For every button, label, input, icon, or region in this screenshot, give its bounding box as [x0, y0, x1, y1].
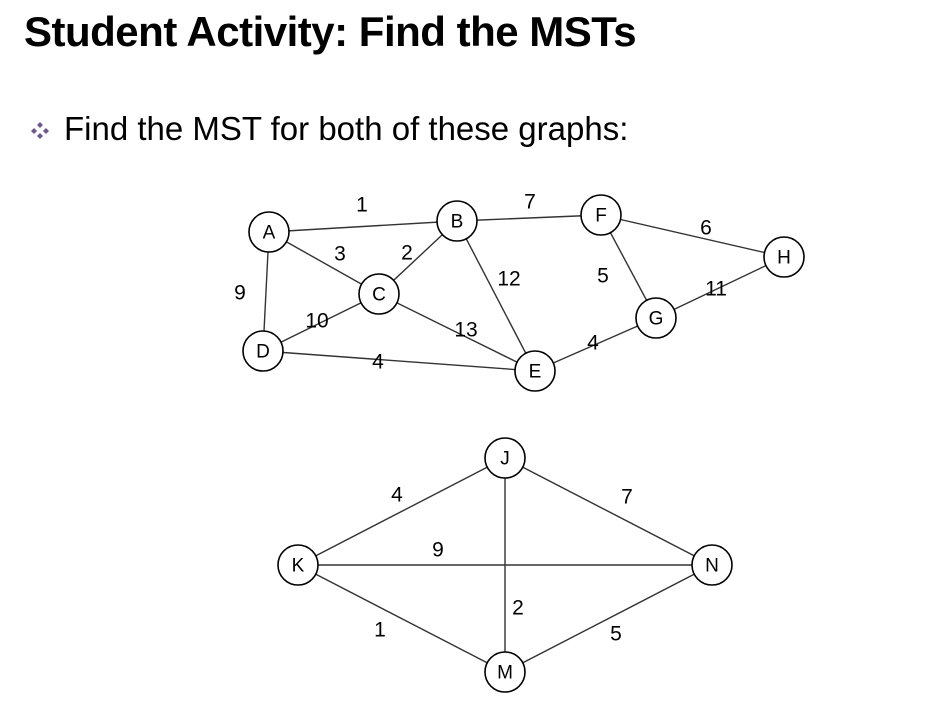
- node-label-h: H: [777, 248, 791, 269]
- edge-weight-b-f: 7: [524, 191, 536, 214]
- node-circle-k: [277, 544, 319, 586]
- node-circle-c: [358, 273, 400, 315]
- node-circle-e: [514, 350, 556, 392]
- edge-a-b: [268, 220, 458, 233]
- edge-weight-j-m: 2: [512, 597, 524, 620]
- node-circle-f: [580, 194, 622, 236]
- node-g: G: [635, 297, 677, 339]
- edge-d-e: [262, 350, 536, 372]
- edge-weight-c-e: 13: [454, 319, 477, 342]
- node-label-a: A: [263, 223, 276, 244]
- edge-weight-f-g: 5: [597, 265, 609, 288]
- edge-weight-e-g: 4: [587, 332, 599, 355]
- node-circle-d: [242, 330, 284, 372]
- node-circle-j: [484, 437, 526, 479]
- edge-weight-j-k: 4: [391, 484, 403, 507]
- node-circle-a: [248, 211, 290, 253]
- node-m: M: [484, 651, 526, 693]
- node-label-f: F: [595, 206, 607, 227]
- node-c: C: [358, 273, 400, 315]
- bullet-text: Find the MST for both of these graphs:: [64, 110, 629, 147]
- edge-weight-j-n: 7: [621, 486, 633, 509]
- slide-title: Student Activity: Find the MSTs: [24, 8, 637, 55]
- node-a: A: [248, 211, 290, 253]
- edge-weight-k-n: 9: [432, 539, 444, 562]
- edge-e-g: [534, 317, 657, 372]
- node-f: F: [580, 194, 622, 236]
- edge-j-n: [504, 457, 713, 566]
- edge-k-m: [297, 564, 506, 673]
- node-d: D: [242, 330, 284, 372]
- node-circle-h: [763, 236, 805, 278]
- node-label-n: N: [705, 556, 719, 577]
- node-circle-g: [635, 297, 677, 339]
- node-h: H: [763, 236, 805, 278]
- edge-f-h: [600, 214, 785, 258]
- node-b: B: [436, 200, 478, 242]
- edge-weight-g-h: 11: [705, 278, 727, 301]
- bullet-item: Find the MST for both of these graphs:: [30, 110, 628, 148]
- node-j: J: [484, 437, 526, 479]
- node-label-e: E: [529, 362, 542, 383]
- edge-b-f: [456, 214, 602, 222]
- node-label-d: D: [256, 342, 270, 363]
- edge-m-n: [504, 564, 713, 673]
- diamond-bullet-icon: [31, 122, 49, 139]
- node-label-k: K: [292, 556, 305, 577]
- edge-weight-b-c: 2: [401, 242, 413, 265]
- edge-weight-b-e: 12: [497, 268, 520, 291]
- edge-weight-a-b: 1: [356, 194, 368, 217]
- edge-weight-a-c: 3: [334, 243, 346, 266]
- node-n: N: [691, 544, 733, 586]
- node-label-c: C: [372, 285, 386, 306]
- node-e: E: [514, 350, 556, 392]
- node-circle-n: [691, 544, 733, 586]
- edge-c-e: [378, 293, 536, 372]
- edge-weight-m-n: 5: [610, 623, 622, 646]
- edge-weight-d-e: 4: [372, 351, 384, 374]
- edge-c-d: [262, 293, 380, 352]
- edge-a-c: [268, 231, 380, 295]
- node-label-g: G: [649, 309, 664, 330]
- edge-weight-k-m: 1: [374, 619, 386, 642]
- edge-b-e: [456, 220, 536, 372]
- node-k: K: [277, 544, 319, 586]
- edge-j-k: [297, 457, 506, 566]
- node-label-b: B: [451, 212, 464, 233]
- edge-weight-c-d: 10: [305, 310, 328, 333]
- node-label-j: J: [500, 449, 510, 470]
- node-circle-m: [484, 651, 526, 693]
- edge-weight-f-h: 6: [700, 217, 712, 240]
- edge-weight-a-d: 9: [234, 282, 246, 305]
- node-circle-b: [436, 200, 478, 242]
- node-label-m: M: [497, 663, 513, 684]
- edge-g-h: [655, 256, 785, 319]
